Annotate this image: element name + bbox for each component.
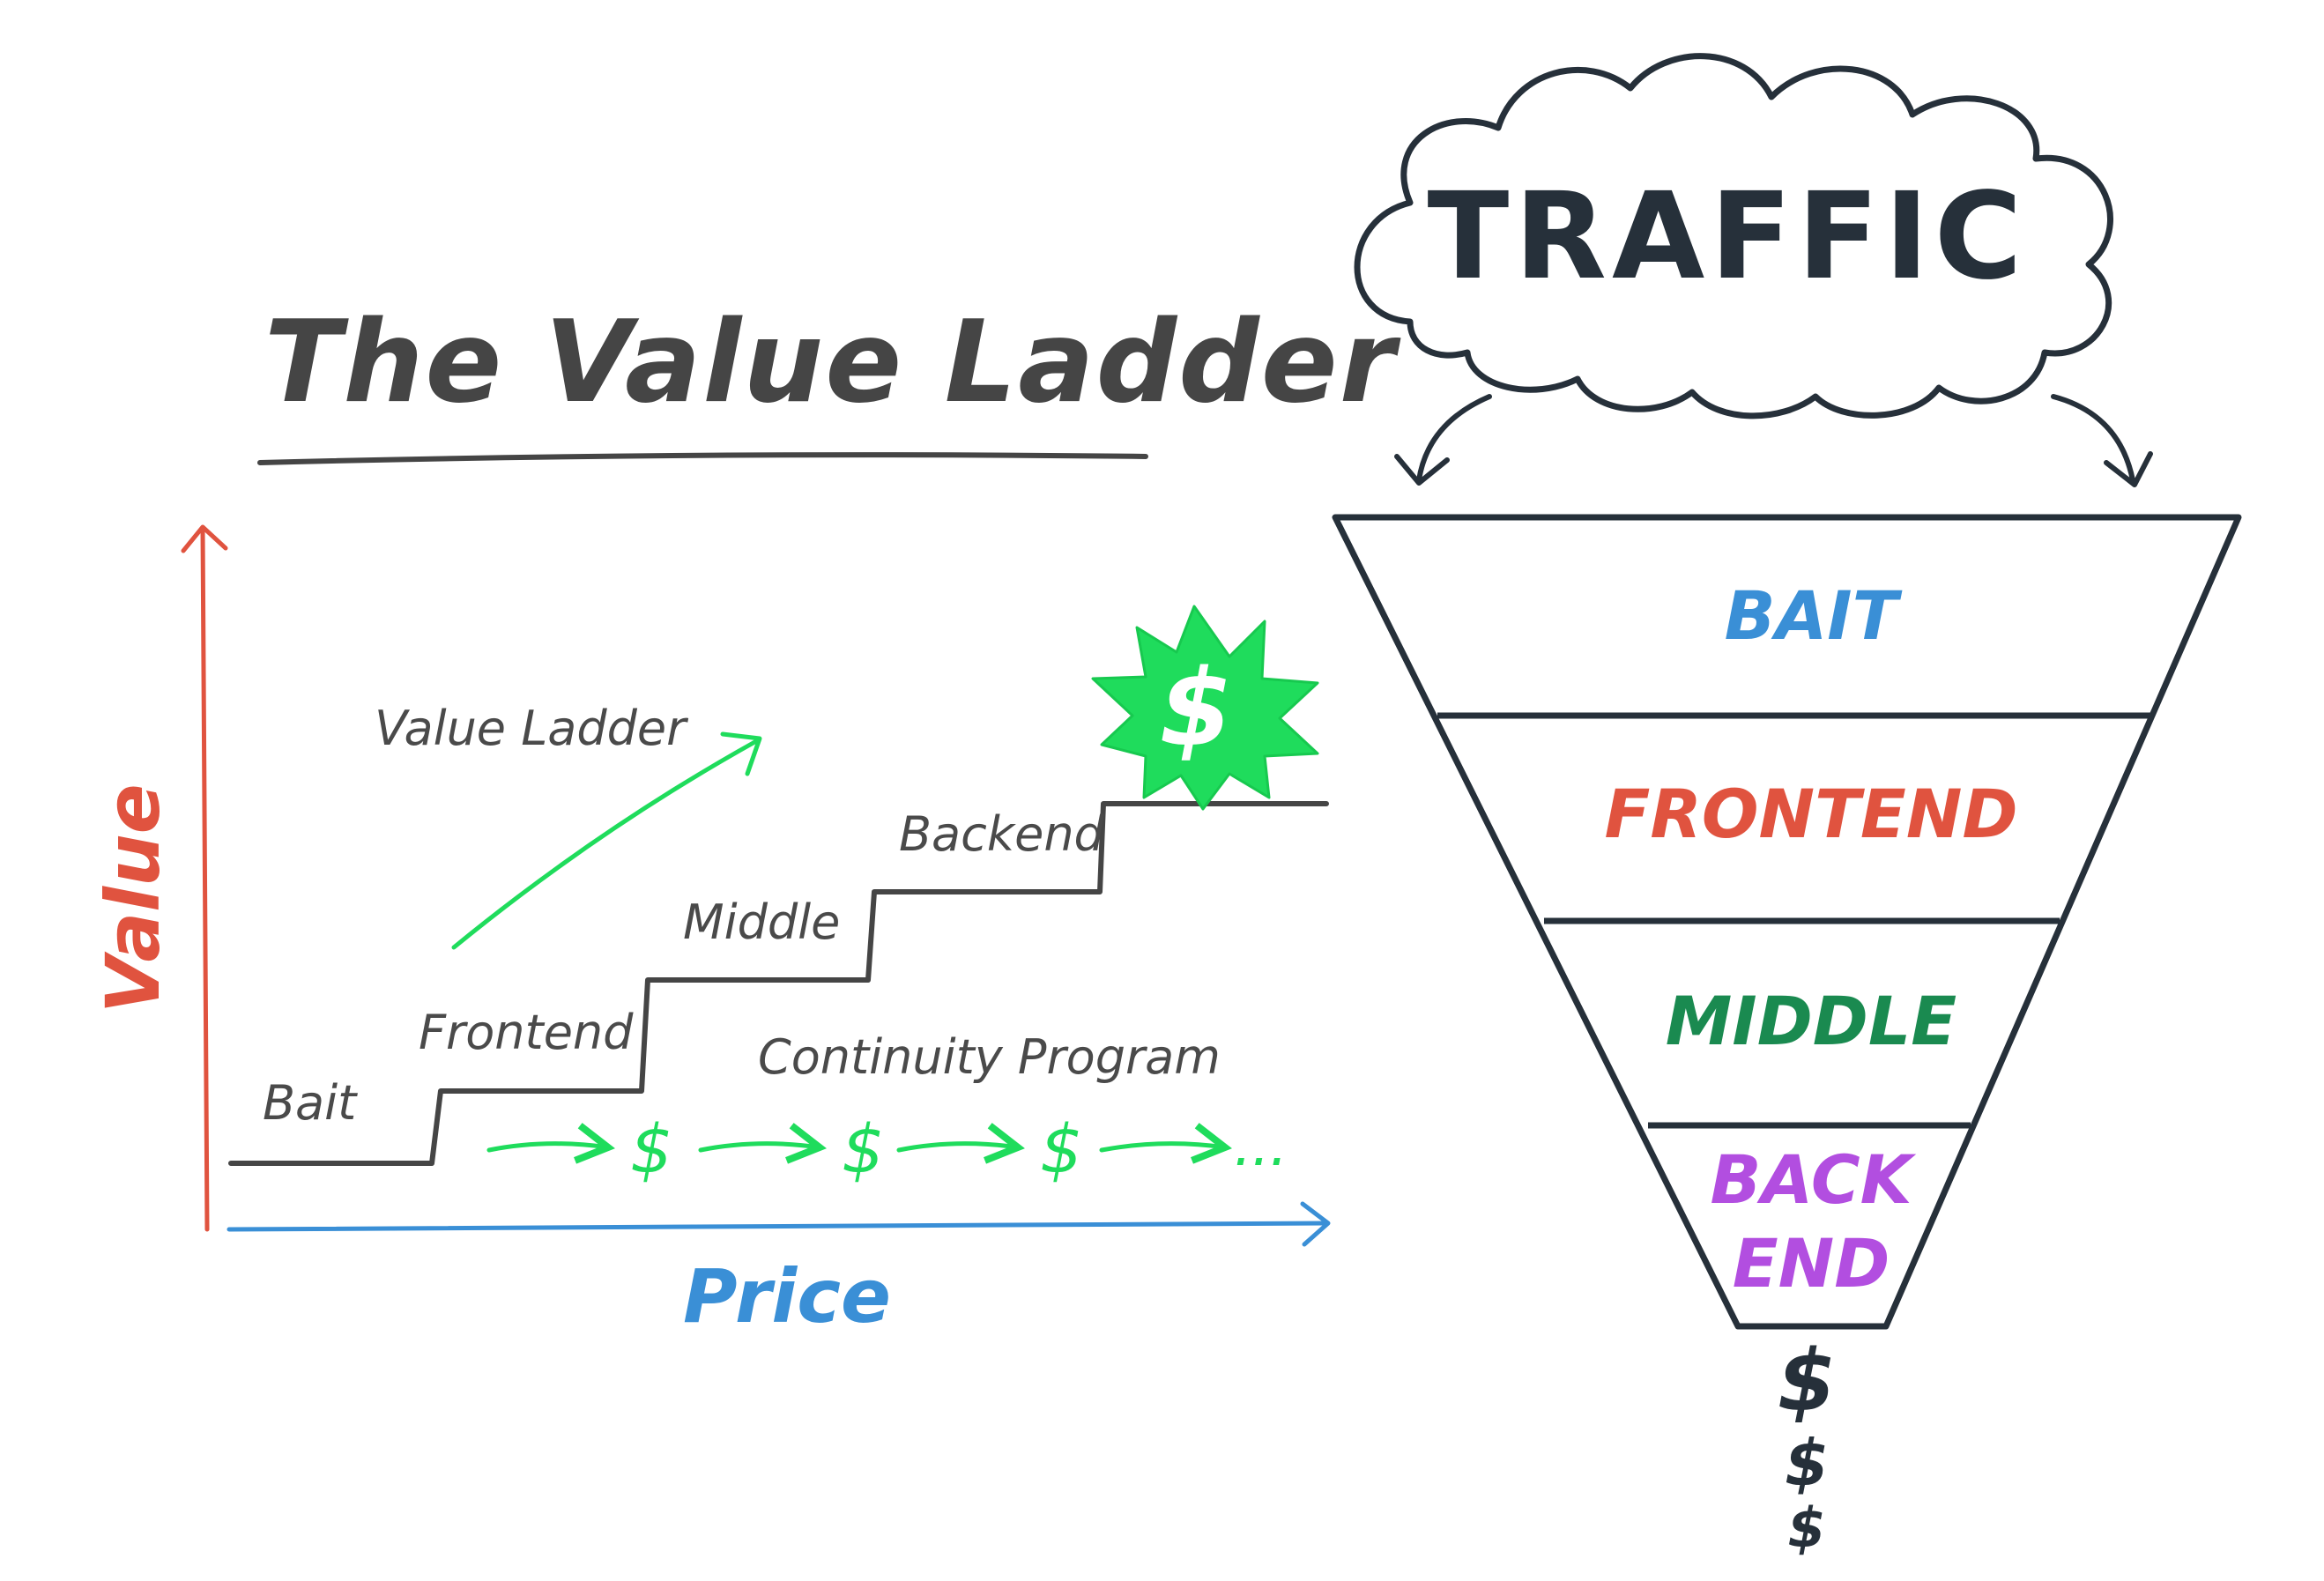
value-axis-label: Value — [90, 783, 176, 1013]
step-label-frontend: Frontend — [419, 1005, 634, 1060]
value-staircase — [228, 801, 1329, 1166]
money-burst: $ — [1091, 605, 1319, 811]
continuity-dollar: $ — [1040, 1110, 1082, 1188]
price-axis — [226, 1201, 1331, 1247]
price-axis-label: Price — [683, 1253, 891, 1340]
value-axis — [181, 524, 228, 1232]
trend-arrow-line — [451, 738, 761, 950]
step-label-bait: Bait — [263, 1075, 358, 1131]
title-underline — [257, 452, 1148, 465]
continuity-dollar: $ — [842, 1110, 884, 1188]
funnel-level-backend-line2: END — [1733, 1224, 1890, 1303]
continuity-arrow — [486, 1123, 615, 1164]
continuity-arrow — [896, 1123, 1025, 1164]
continuity-ellipsis: ... — [1234, 1114, 1288, 1179]
funnel-output-dollar: $ — [1787, 1496, 1825, 1560]
traffic-label: TRAFFIC — [1428, 167, 2028, 307]
step-label-backend: Backend — [899, 806, 1105, 862]
traffic-cloud — [1354, 53, 2113, 419]
funnel-level-backend-line1: BACK — [1710, 1140, 1916, 1219]
trend-arrowhead — [720, 731, 762, 776]
cloud-arrow-left — [1416, 394, 1492, 483]
value-ladder-diagram: The Value Ladder Value Price Bait Fronte… — [90, 297, 1401, 1340]
funnel-level-bait: BAIT — [1725, 576, 1903, 655]
step-label-middle: Middle — [683, 894, 840, 950]
value-axis-arrowhead — [181, 524, 228, 553]
trend-label: Value Ladder — [375, 701, 688, 756]
continuity-arrow — [1099, 1123, 1232, 1164]
funnel-output-dollar: $ — [1778, 1332, 1837, 1430]
continuity-dollar: $ — [630, 1110, 672, 1188]
burst-dollar: $ — [1159, 648, 1233, 770]
funnel-level-middle: MIDDLE — [1666, 982, 1956, 1060]
continuity-flow: $ $ $ ... — [486, 1110, 1288, 1188]
cloud-arrow-left-head — [1394, 454, 1450, 486]
traffic-funnel-diagram: TRAFFIC BAIT FRONTEND MIDDLE BACK END $ … — [1332, 53, 2242, 1560]
funnel-output-dollar: $ — [1785, 1426, 1829, 1500]
continuity-label: Continuity Program — [758, 1029, 1221, 1085]
funnel-level-frontend: FRONTEND — [1604, 775, 2017, 853]
cloud-arrow-right — [2051, 394, 2135, 483]
continuity-arrow — [698, 1123, 827, 1164]
price-axis-arrowhead — [1300, 1201, 1331, 1247]
cloud-arrow-right-head — [2104, 451, 2153, 487]
value-ladder-title: The Value Ladder — [264, 297, 1401, 428]
